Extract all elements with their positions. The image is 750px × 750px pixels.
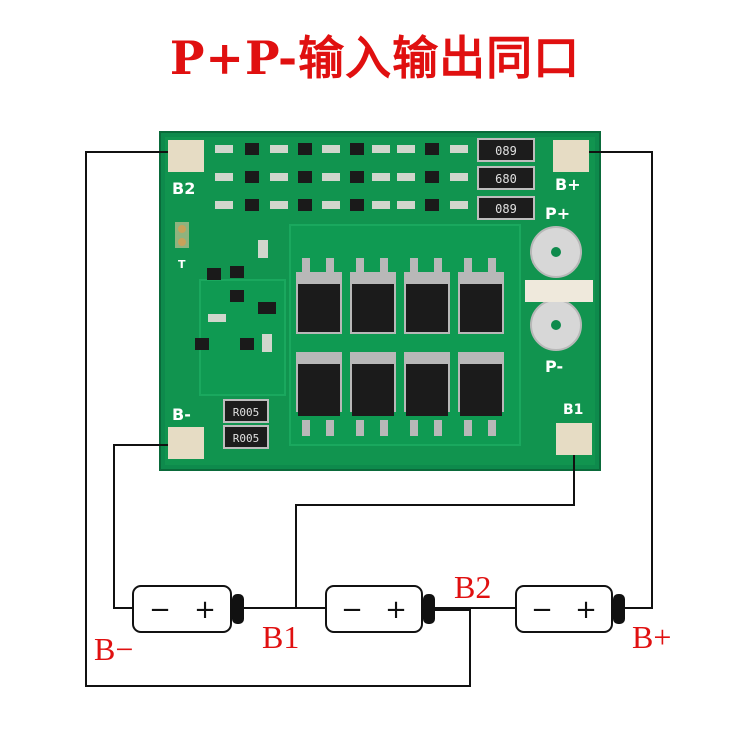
wire-b1 xyxy=(295,455,575,608)
svg-text:−: − xyxy=(341,595,363,625)
svg-text:−: − xyxy=(149,595,171,625)
wire-label-b-minus: B− xyxy=(94,631,133,667)
wire-label-b2: B2 xyxy=(454,569,491,605)
resistor-680: 680 xyxy=(477,166,535,190)
label-b2: B2 xyxy=(172,179,195,198)
wires xyxy=(85,151,653,687)
svg-text:R005: R005 xyxy=(233,406,260,419)
wire-label-b1: B1 xyxy=(262,619,299,655)
svg-text:+: + xyxy=(385,595,407,625)
label-p-plus: P+ xyxy=(545,204,570,223)
wire-b2 xyxy=(85,151,471,687)
wire-b-plus xyxy=(589,151,653,609)
svg-text:−: − xyxy=(531,595,553,625)
battery-1: − + xyxy=(132,585,244,633)
svg-text:680: 680 xyxy=(495,172,517,186)
label-b1: B1 xyxy=(563,402,583,418)
svg-text:089: 089 xyxy=(495,202,517,216)
page-title: P+P-输入输出同口 xyxy=(169,31,581,85)
wire-b-minus xyxy=(113,444,168,609)
resistor-r005-top: R005 xyxy=(223,399,269,423)
label-t: T xyxy=(178,258,186,271)
resistor-089-bottom: 089 xyxy=(477,196,535,220)
pad-b1 xyxy=(556,423,592,455)
pad-b-plus xyxy=(553,140,589,172)
svg-text:+: + xyxy=(194,595,216,625)
pcb-board: 089 680 089 R005 R005 xyxy=(159,131,601,471)
pad-b-minus xyxy=(168,427,204,459)
label-b-plus: B+ xyxy=(555,175,581,194)
resistor-089-top: 089 xyxy=(477,138,535,162)
pad-p-plus xyxy=(530,226,582,278)
mosfet-row-bottom xyxy=(296,352,504,436)
battery-3: − + xyxy=(515,585,625,633)
battery-2: − + xyxy=(325,585,435,633)
pad-p-minus xyxy=(530,299,582,351)
label-p-minus: P- xyxy=(545,357,563,376)
resistor-r005-bottom: R005 xyxy=(223,425,269,449)
svg-text:R005: R005 xyxy=(233,432,260,445)
svg-text:+: + xyxy=(575,595,597,625)
svg-text:089: 089 xyxy=(495,144,517,158)
pad-b2 xyxy=(168,140,204,172)
mosfet-row-top xyxy=(296,258,504,334)
label-b-minus: B- xyxy=(172,405,191,424)
wire-label-b-plus: B+ xyxy=(632,619,671,655)
